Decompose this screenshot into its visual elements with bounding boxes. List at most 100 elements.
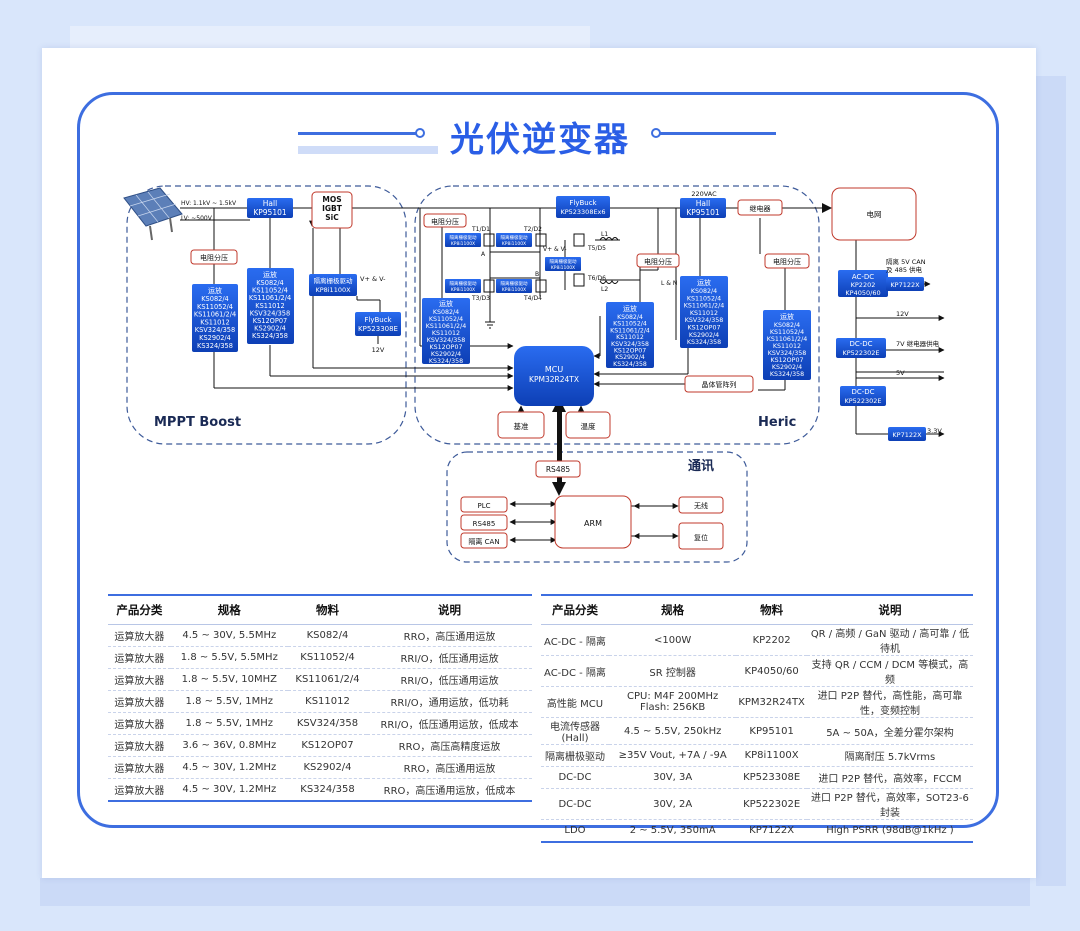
opamp-part: KS324/358 xyxy=(613,361,647,368)
opamp-part: KS324/358 xyxy=(197,342,233,350)
solar-panel-icon xyxy=(123,187,183,241)
opamp-parts-heric-d: KS082/4KS11052/4KS11061/2/4KS11012KSV324… xyxy=(767,322,807,378)
t6-label: T6/D6 xyxy=(587,275,606,282)
table-cell: KS11052/4 xyxy=(287,646,368,669)
table-cell: 进口 P2P 替代，高性能，高可靠性，变频控制 xyxy=(806,686,973,718)
opamp-parts-mppt-b: KS082/4KS11052/4KS11061/2/4KS11012KSV324… xyxy=(249,279,291,340)
table-cell: KP2202 xyxy=(736,624,807,656)
t2-label: T2/D2 xyxy=(523,226,542,233)
grid-box xyxy=(831,187,917,241)
plc-box xyxy=(460,496,508,513)
grid-arrow xyxy=(822,203,832,213)
transistor-array-label: 晶体管阵列 xyxy=(702,380,737,389)
plc-label: PLC xyxy=(477,502,490,510)
opamp-label: 运放 xyxy=(439,299,453,308)
opamp-part: KS11012 xyxy=(255,302,285,310)
table-cell: 运算放大器 xyxy=(108,690,171,713)
vac-label: 220VAC xyxy=(691,190,717,198)
opamp-part: KS11061/2/4 xyxy=(767,336,807,343)
dcdc-label: DC-DC xyxy=(849,340,872,348)
column-header: 物料 xyxy=(287,594,368,625)
table-cell: ≥35V Vout, +7A / -9A xyxy=(608,744,737,767)
opamp-part: KS082/4 xyxy=(691,288,717,295)
opamp-parts-heric-c: KS082/4KS11052/4KS11061/2/4KS11012KSV324… xyxy=(684,288,724,346)
relay-power-label: 7V 继电器供电 xyxy=(896,339,940,348)
opamp-part: KSV324/358 xyxy=(427,337,466,344)
diagram-frame xyxy=(77,92,999,828)
opamp-part: KS082/4 xyxy=(201,295,229,303)
arm-box xyxy=(554,495,632,549)
t1-label: T1/D1 xyxy=(471,226,490,233)
hall-label: Hall xyxy=(696,199,710,208)
opamp-part: KS11061/2/4 xyxy=(249,294,291,302)
opamp-label: 运放 xyxy=(263,270,277,279)
svg-text:KP8i1100X: KP8i1100X xyxy=(451,287,475,293)
resistor-divider-label: 电阻分压 xyxy=(431,217,459,226)
opamp-part: KS324/358 xyxy=(429,358,463,365)
table-cell: 3.6 ~ 36V, 0.8MHz xyxy=(170,734,288,757)
rs485-bus xyxy=(552,398,566,496)
hall-part: KP95101 xyxy=(253,208,287,217)
vpm-label: V+ & V- xyxy=(543,246,567,253)
table-cell: KP523308E xyxy=(736,766,807,789)
reset-label: 复位 xyxy=(694,533,708,542)
inductor-l2-icon xyxy=(599,280,619,284)
gate-driver-small: 隔离栅极驱动 KP8i1100X xyxy=(496,233,532,247)
table-cell: 支持 QR / CCM / DCM 等模式，高频 xyxy=(806,655,973,687)
iso-can-label: 隔离 CAN xyxy=(468,537,499,546)
table-cell: QR / 高频 / GaN 驱动 / 高可靠 / 低待机 xyxy=(806,624,973,656)
opamp-parts-mppt-a: KS082/4KS11052/4KS11061/2/4KS11012KSV324… xyxy=(194,295,236,350)
isolated-gate-driver-chip xyxy=(309,274,357,296)
heric-region xyxy=(414,185,820,445)
opamp-part: KS12OP07 xyxy=(771,357,804,364)
table-cell: 1.8 ~ 5.5V, 1MHz xyxy=(170,712,288,735)
svg-text:KP8i1100X: KP8i1100X xyxy=(502,287,526,293)
resistor-divider-label: 电阻分压 xyxy=(200,253,228,262)
hall-sensor-chip xyxy=(680,198,726,218)
mos-igbt-sic-box xyxy=(311,191,353,229)
table-cell: RRO，高压高精度运放 xyxy=(367,734,532,757)
node-b-label: B xyxy=(535,271,539,278)
resistor-divider-box xyxy=(636,253,680,268)
t3-label: T3/D3 xyxy=(471,295,490,302)
opamp-part: KS11052/4 xyxy=(429,316,463,323)
hv-label: HV: 1.1kV ~ 1.5kV xyxy=(181,200,237,207)
iso-driver-label: 隔离栅极驱动 xyxy=(314,276,354,285)
hall-part: KP95101 xyxy=(686,208,720,217)
dcdc-part1: KP522302E xyxy=(842,349,879,357)
rs485-port-box xyxy=(460,514,508,531)
opamp-chip-heric-d xyxy=(763,310,811,380)
opamp-label: 运放 xyxy=(697,278,711,287)
column-header: 物料 xyxy=(736,594,807,625)
background-sheet xyxy=(1036,76,1066,886)
table-cell: 电流传感器 (Hall) xyxy=(541,717,609,745)
table-cell: 4.5 ~ 30V, 1.2MHz xyxy=(170,756,288,779)
opamp-part: KS2902/4 xyxy=(615,354,645,361)
column-header: 规格 xyxy=(170,594,288,625)
temperature-label: 温度 xyxy=(581,421,596,431)
acdc-label: AC-DC xyxy=(852,273,874,281)
table-cell: 30V, 3A xyxy=(608,766,737,789)
svg-text:隔离栅极驱动: 隔离栅极驱动 xyxy=(501,280,528,287)
opamp-part: KS11061/2/4 xyxy=(610,327,650,334)
table-cell: KP8i1100X xyxy=(736,744,807,767)
l1-label: L1 xyxy=(601,231,608,238)
opamp-chip-heric-a xyxy=(422,298,470,364)
table-cell: KPM32R24TX xyxy=(736,686,807,718)
opamp-part: KS11012 xyxy=(690,310,718,317)
flybuck-x6-part: KP523308Ex6 xyxy=(560,208,605,216)
comm-region xyxy=(446,451,748,563)
svg-text:KP8i1100X: KP8i1100X xyxy=(451,241,475,247)
arm-label: ARM xyxy=(584,519,602,528)
opamp-part: KS2902/4 xyxy=(254,325,286,333)
table-cell: KS12OP07 xyxy=(287,734,368,757)
relay-box xyxy=(737,199,783,216)
table-cell: High PSRR (98dB@1kHz ) xyxy=(806,819,973,843)
mcu-part: KPM32R24TX xyxy=(529,375,579,384)
opamp-label: 运放 xyxy=(780,312,794,321)
